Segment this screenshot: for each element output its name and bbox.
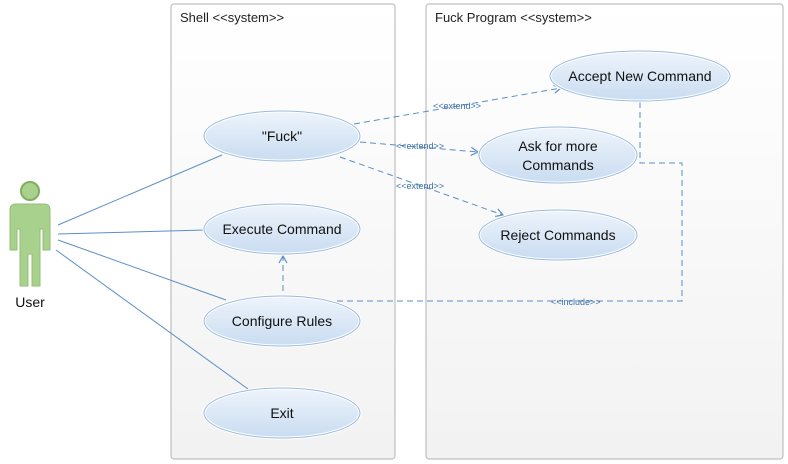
usecase-ask-line2: Commands bbox=[522, 157, 594, 173]
association-configure bbox=[57, 239, 227, 301]
usecase-exit: Exit bbox=[202, 386, 362, 440]
extend-label-ask: <<extend>> bbox=[396, 141, 444, 151]
usecase-execute-command: Execute Command bbox=[202, 202, 362, 256]
actor-associations bbox=[55, 154, 249, 390]
actor-user: User bbox=[9, 181, 51, 310]
usecase-configure-rules-label: Configure Rules bbox=[232, 313, 332, 329]
usecase-accept-new-command-label: Accept New Command bbox=[568, 68, 711, 84]
extend-accept-line bbox=[353, 84, 563, 125]
usecase-ask-for-more-commands: Ask for more Commands bbox=[477, 125, 639, 185]
shell-system-title: Shell <<system>> bbox=[180, 10, 284, 25]
usecase-fuck: "Fuck" bbox=[202, 109, 362, 163]
include-label: <<include>> bbox=[551, 297, 601, 307]
actor-body bbox=[9, 203, 51, 287]
usecase-exit-label: Exit bbox=[270, 405, 293, 421]
fuck-program-system-title: Fuck Program <<system>> bbox=[435, 10, 592, 25]
include-relation-line bbox=[278, 102, 683, 302]
association-fuck bbox=[57, 154, 223, 226]
extend-relations bbox=[339, 84, 563, 218]
actor-head bbox=[20, 181, 40, 201]
usecase-fuck-label: "Fuck" bbox=[262, 128, 302, 144]
association-exit bbox=[55, 249, 249, 390]
usecase-ask-line1: Ask for more bbox=[518, 138, 598, 154]
association-execute bbox=[57, 229, 206, 235]
actor-user-label: User bbox=[15, 294, 45, 310]
usecase-reject-commands-label: Reject Commands bbox=[500, 227, 615, 243]
extend-reject-line bbox=[339, 156, 505, 218]
extend-label-reject: <<extend>> bbox=[396, 181, 444, 191]
usecase-accept-new-command: Accept New Command bbox=[548, 49, 732, 103]
usecase-execute-command-label: Execute Command bbox=[222, 221, 341, 237]
extend-label-accept: <<extend>> bbox=[433, 101, 481, 111]
usecase-reject-commands: Reject Commands bbox=[477, 208, 639, 262]
usecase-configure-rules: Configure Rules bbox=[202, 294, 362, 348]
